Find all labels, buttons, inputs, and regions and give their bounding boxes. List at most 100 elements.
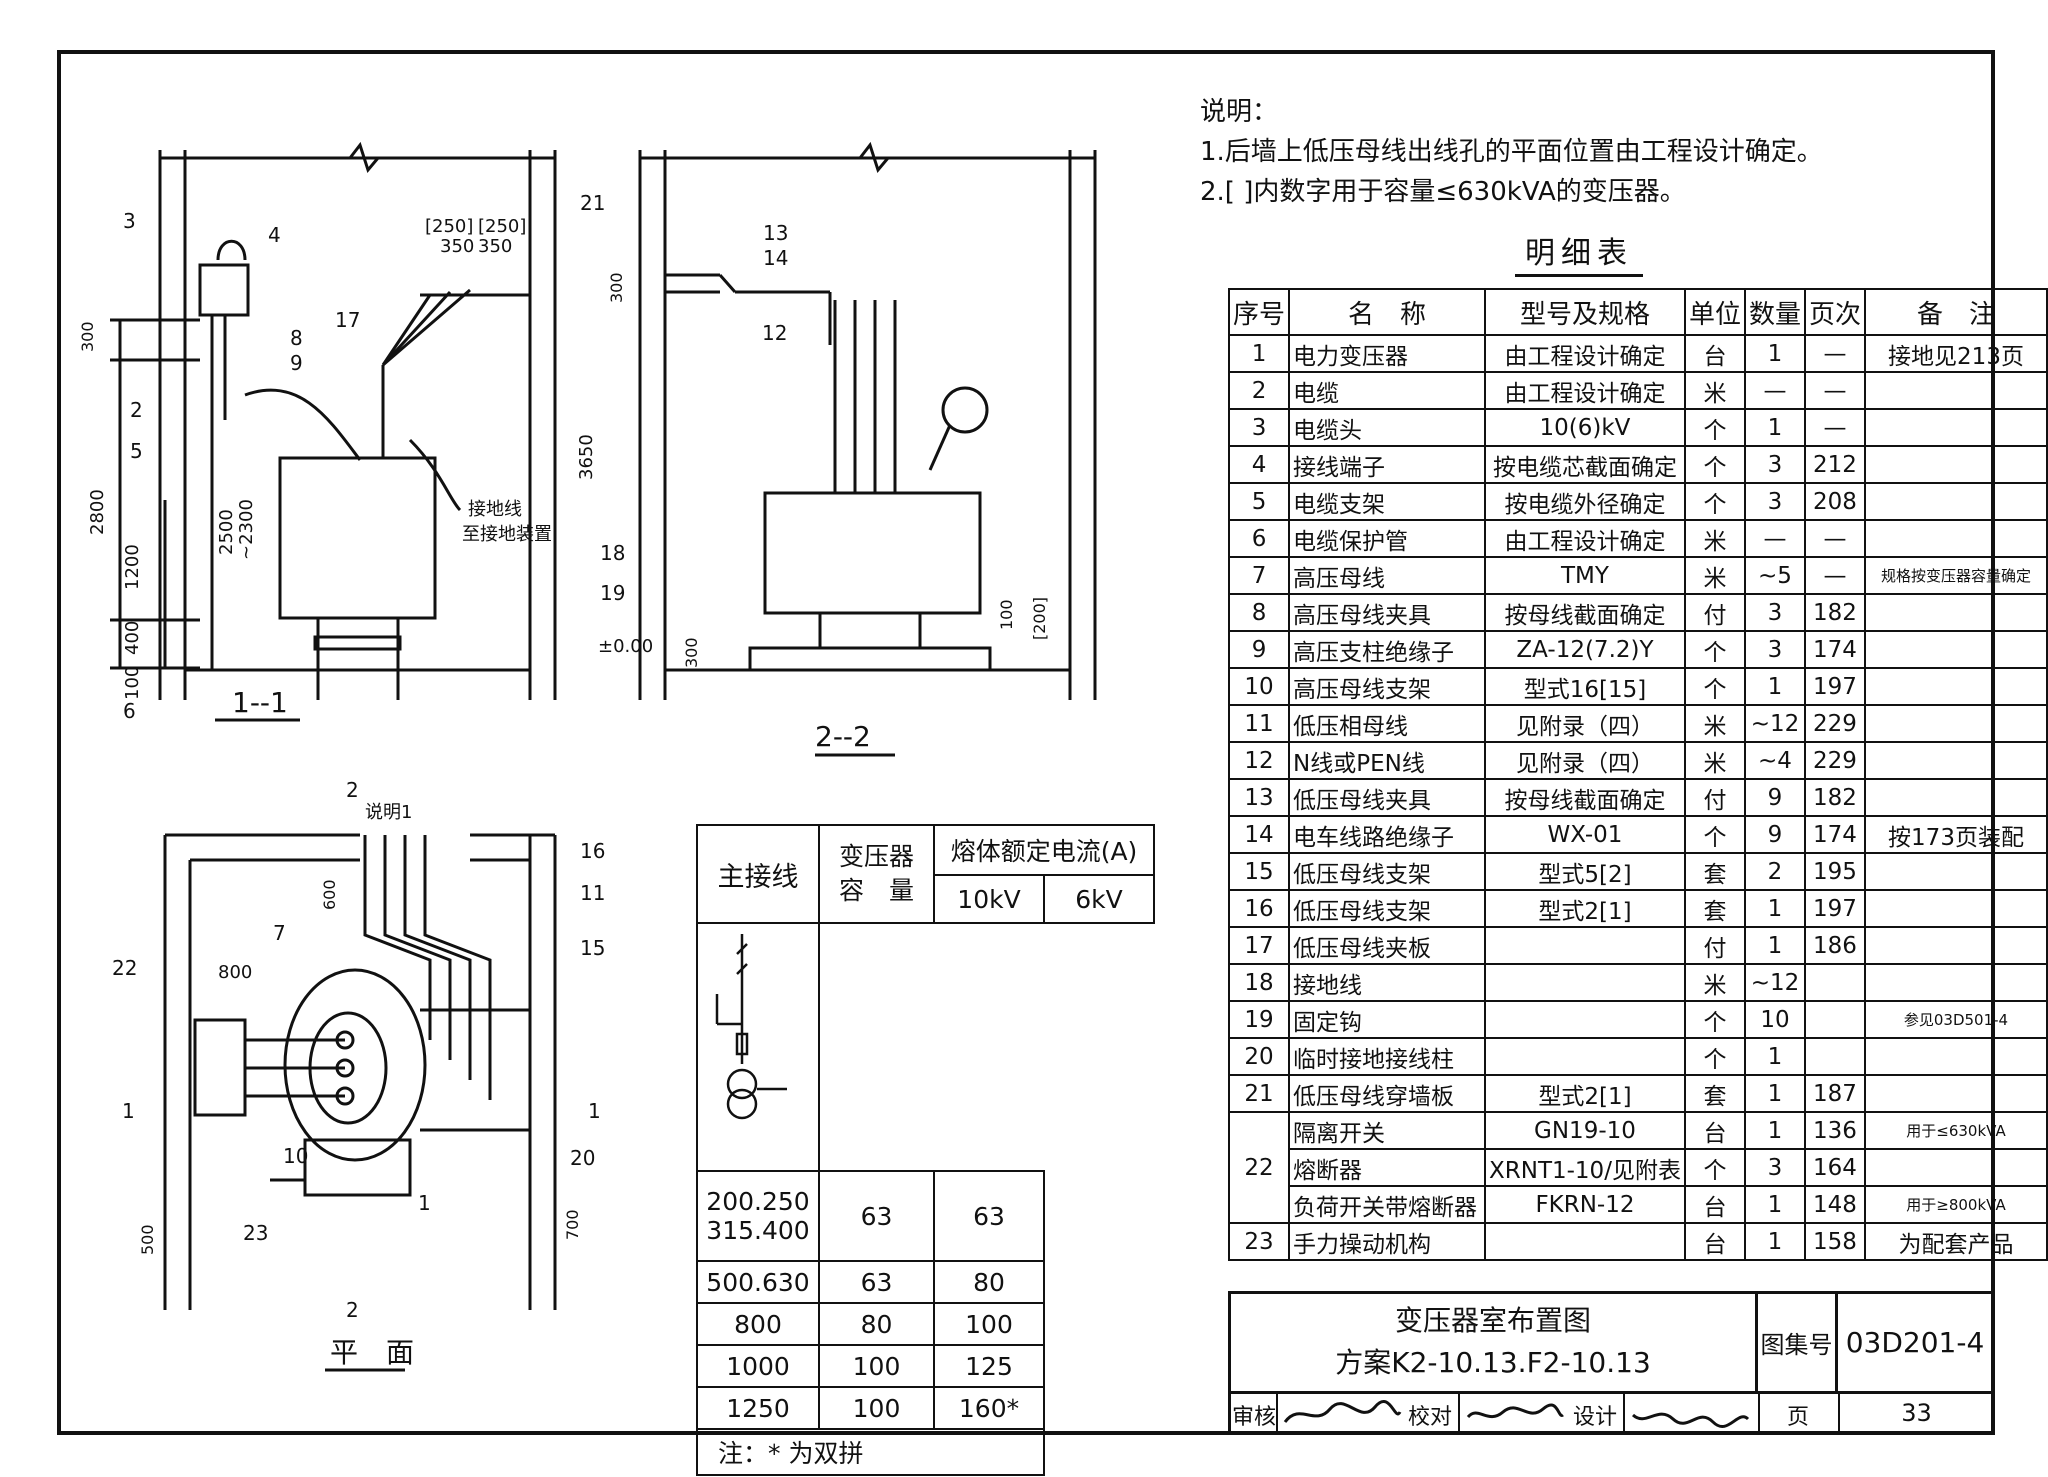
header-qty: 数量 xyxy=(1743,288,1806,336)
cell-page: 197 xyxy=(1803,889,1867,928)
cell-spec xyxy=(1484,926,1686,965)
cell-page xyxy=(1803,1037,1867,1076)
cell-no: 23 xyxy=(1227,1222,1291,1261)
fuse-cell-kv6: 100 xyxy=(933,1302,1045,1346)
dim-100b: 100 xyxy=(997,599,1016,630)
cell-no: 9 xyxy=(1227,630,1291,669)
ground-device-label: 至接地装置 xyxy=(462,524,552,545)
cell-qty: — xyxy=(1743,371,1806,410)
cell-spec xyxy=(1484,1222,1686,1261)
divider xyxy=(1458,1394,1460,1435)
cell-page: 174 xyxy=(1803,815,1867,854)
cell-remark xyxy=(1864,371,2048,410)
cell-name: 负荷开关带熔断器 xyxy=(1288,1185,1486,1224)
cell-unit: 米 xyxy=(1683,371,1746,410)
drawing-title: 变压器室布置图 xyxy=(1394,1304,1591,1337)
cell-unit: 个 xyxy=(1683,1148,1746,1187)
cell-remark xyxy=(1864,852,2048,891)
transformer-plan-outline xyxy=(283,968,427,1162)
fuse-cell-capacity: 800 xyxy=(696,1302,820,1346)
cell-remark xyxy=(1864,408,2048,447)
callout-16: 16 xyxy=(580,839,605,863)
cell-name: 电力变压器 xyxy=(1288,334,1486,373)
callout-22: 22 xyxy=(112,956,137,980)
design-label: 设计 xyxy=(1573,1405,1618,1430)
cell-page: 182 xyxy=(1803,593,1867,632)
fuse-cell-kv10: 63 xyxy=(818,1170,935,1262)
divider xyxy=(1623,1394,1625,1435)
cell-unit: 个 xyxy=(1683,1037,1746,1076)
cell-unit: 套 xyxy=(1683,889,1746,928)
cell-name: 手力操动机构 xyxy=(1288,1222,1486,1261)
cell-name: 电缆支架 xyxy=(1288,482,1486,521)
dim-400: 400 xyxy=(122,621,143,655)
callout-9: 9 xyxy=(290,351,303,375)
cell-spec: 见附录（四） xyxy=(1484,741,1686,780)
cell-remark xyxy=(1864,778,2048,817)
cell-remark xyxy=(1864,1074,2048,1113)
cell-name: 电缆 xyxy=(1288,371,1486,410)
single-line-diagram xyxy=(715,934,787,1120)
fuse-col-6kv: 6kV xyxy=(1043,874,1155,924)
callout-11: 11 xyxy=(580,881,605,905)
fuse-col-current: 熔体额定电流(A) xyxy=(933,824,1155,876)
header-spec: 型号及规格 xyxy=(1484,288,1686,336)
title-cell xyxy=(1228,1291,1758,1394)
cell-name: 高压母线 xyxy=(1288,556,1486,595)
cell-page xyxy=(1803,963,1867,1002)
cell-no: 18 xyxy=(1227,963,1291,1002)
cell-qty: 1 xyxy=(1743,1074,1806,1113)
callout-4: 4 xyxy=(268,223,281,247)
dim-800: 800 xyxy=(218,962,252,983)
cell-unit: 个 xyxy=(1683,667,1746,706)
cell-qty: 3 xyxy=(1743,593,1806,632)
parts-table-title: 明细表 xyxy=(1515,228,1643,277)
cell-page: 174 xyxy=(1803,630,1867,669)
cell-qty: 1 xyxy=(1743,1185,1806,1224)
cell-remark xyxy=(1864,445,2048,484)
fuse-note: 注：* 为双拼 xyxy=(696,1428,1045,1476)
cell-unit: 个 xyxy=(1683,445,1746,484)
cell-page: — xyxy=(1803,408,1867,447)
cell-unit: 米 xyxy=(1683,556,1746,595)
cell-qty: ~12 xyxy=(1743,963,1806,1002)
dim-2800: 2800 xyxy=(87,489,108,535)
cell-qty: ~4 xyxy=(1743,741,1806,780)
review-label: 审核 xyxy=(1232,1405,1277,1430)
cell-remark xyxy=(1864,593,2048,632)
dim-100: 100 xyxy=(122,666,143,700)
cell-qty: 1 xyxy=(1743,1111,1806,1150)
cell-page: — xyxy=(1803,334,1867,373)
callout-12: 12 xyxy=(762,321,787,345)
cell-page: 229 xyxy=(1803,741,1867,780)
dim-2500: 2500 xyxy=(216,509,237,555)
cell-name: N线或PEN线 xyxy=(1288,741,1486,780)
cell-name: 低压母线夹具 xyxy=(1288,778,1486,817)
callout-8: 8 xyxy=(290,326,303,350)
cell-spec: 按电缆芯截面确定 xyxy=(1484,445,1686,484)
callout-1: 1 xyxy=(418,1191,431,1215)
cell-spec: XRNT1-10/见附表 xyxy=(1484,1148,1686,1187)
cell-page: 148 xyxy=(1803,1185,1867,1224)
dim-700: 700 xyxy=(563,1209,582,1240)
cell-no: 17 xyxy=(1227,926,1291,965)
cell-no: 16 xyxy=(1227,889,1291,928)
cell-spec xyxy=(1484,963,1686,1002)
cell-unit: 个 xyxy=(1683,815,1746,854)
callout-10: 10 xyxy=(283,1144,308,1168)
dim-2300: ~2300 xyxy=(236,499,257,560)
cell-qty: 1 xyxy=(1743,1037,1806,1076)
dim-3650: 3650 xyxy=(576,434,597,480)
cell-spec: TMY xyxy=(1484,556,1686,595)
cell-spec: 型式2[1] xyxy=(1484,1074,1686,1113)
cell-name: 低压母线支架 xyxy=(1288,889,1486,928)
cell-spec: 型式5[2] xyxy=(1484,852,1686,891)
